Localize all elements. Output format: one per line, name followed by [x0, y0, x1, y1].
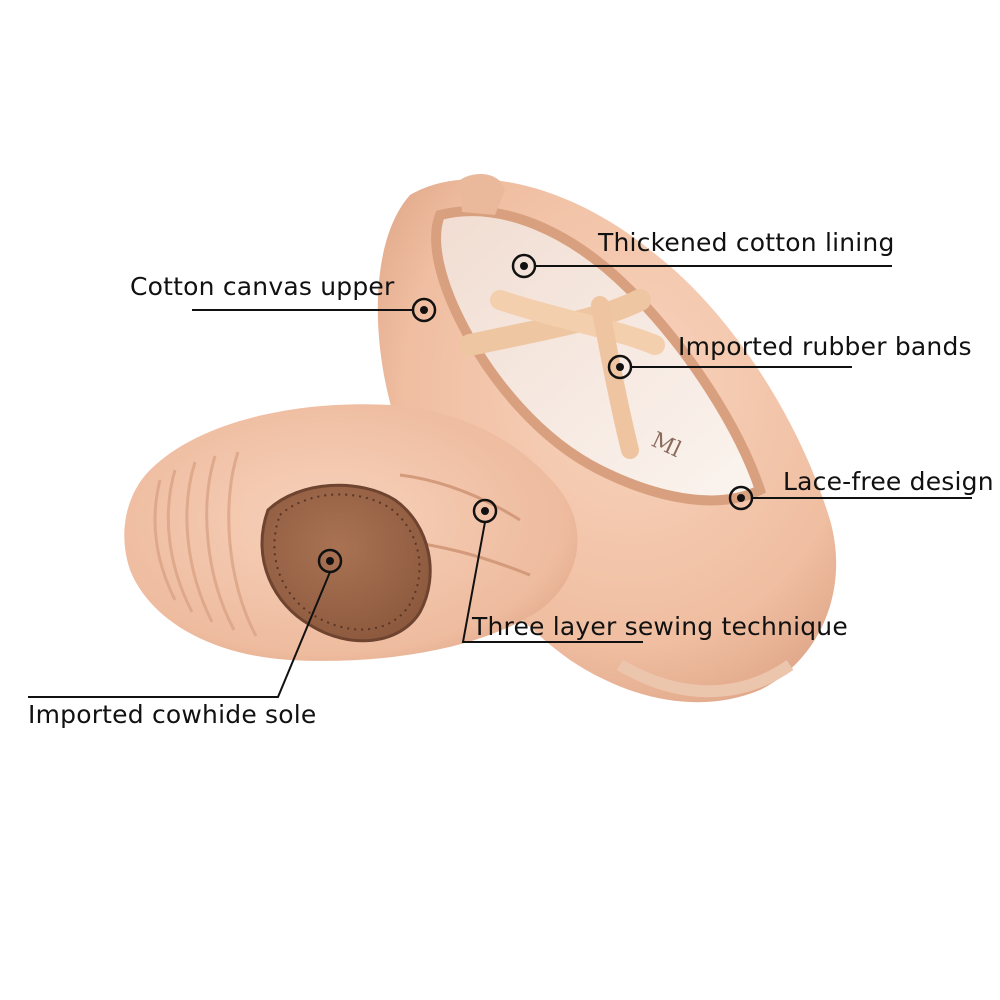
callout-cowhide-sole: Imported cowhide sole [28, 700, 317, 729]
callout-canvas-upper: Cotton canvas upper [130, 272, 395, 301]
leader-cowhide-sole [28, 571, 331, 698]
callout-rubber-bands: Imported rubber bands [678, 332, 972, 361]
callout-three-layer: Three layer sewing technique [472, 612, 848, 641]
front-shoe [124, 404, 578, 661]
callout-thickened-lining: Thickened cotton lining [598, 228, 895, 257]
leader-three-layer [461, 521, 643, 643]
callout-lace-free: Lace-free design [783, 467, 994, 496]
